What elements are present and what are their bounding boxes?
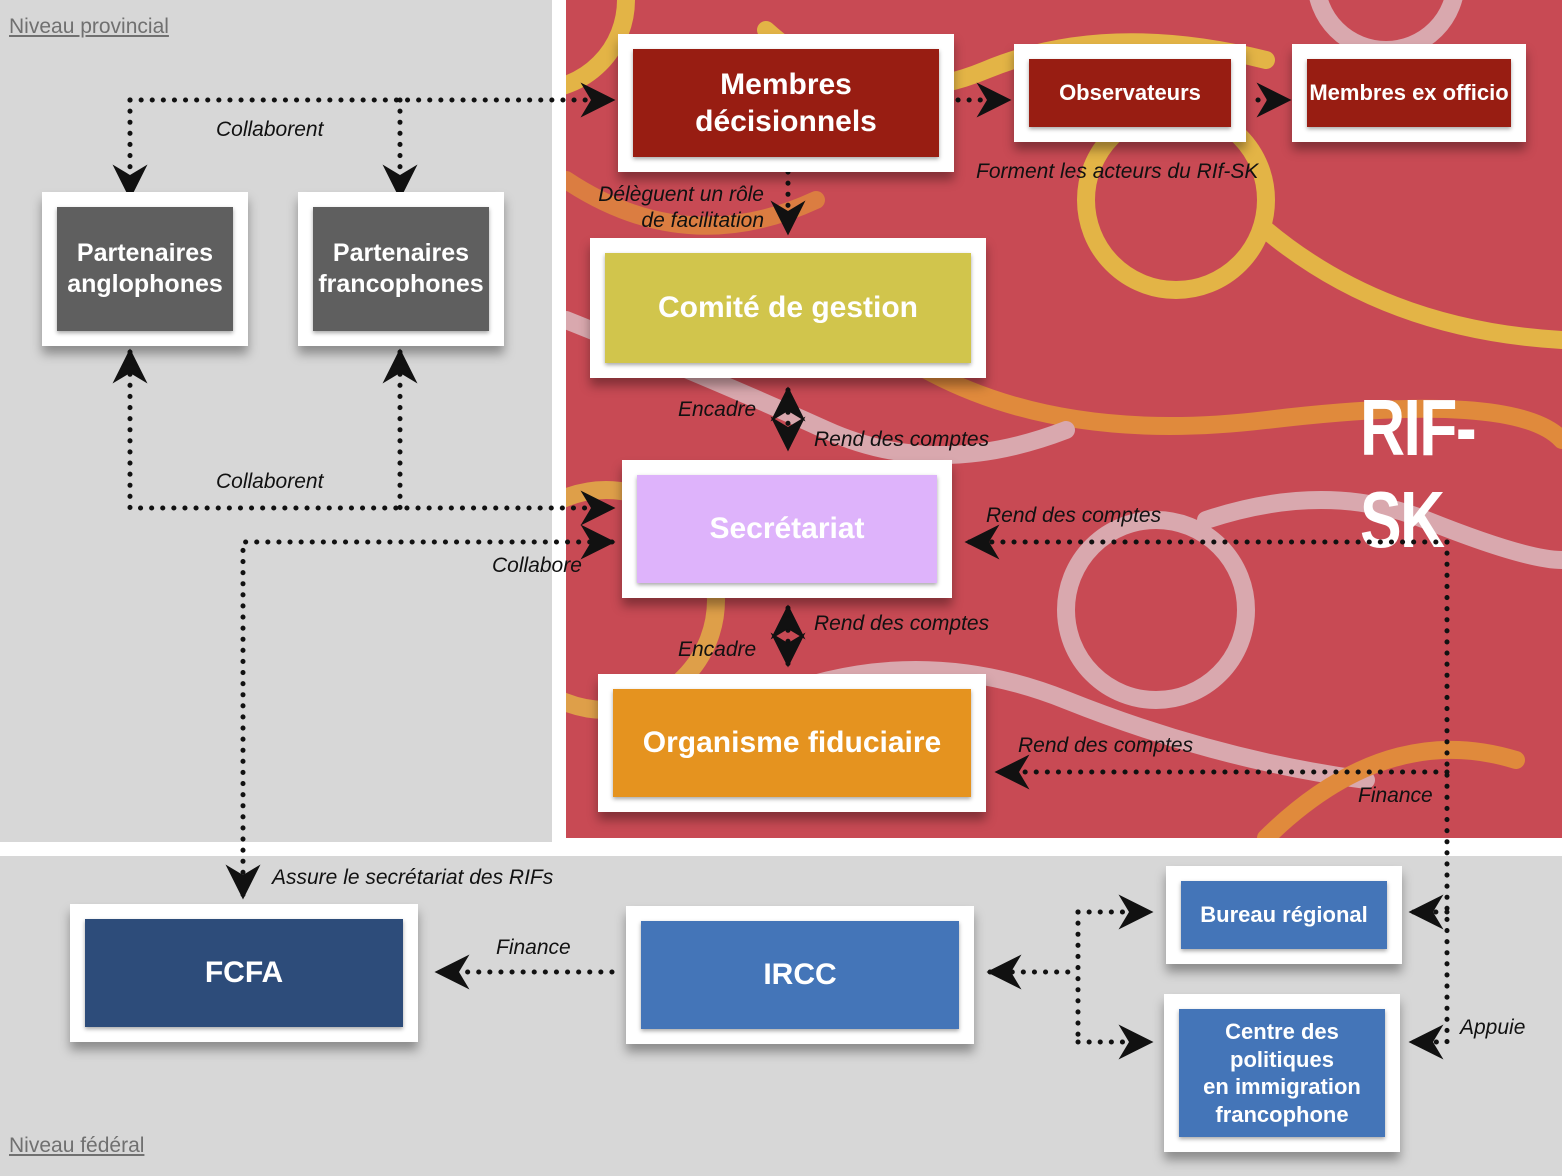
encadre-2-label: Encadre bbox=[678, 638, 757, 661]
encadre-1-label: Encadre bbox=[678, 398, 757, 421]
comite-de-gestion-label: Comité de gestion bbox=[605, 253, 971, 363]
forment-label: Forment les acteurs du RIf-SK bbox=[976, 160, 1259, 183]
partenaires-francophones-box: Partenaires francophones bbox=[298, 192, 504, 346]
collaborent-top-label: Collaborent bbox=[216, 118, 324, 141]
comite-de-gestion-box: Comité de gestion bbox=[590, 238, 986, 378]
ircc-box: IRCC bbox=[626, 906, 974, 1044]
partenaires-anglophones-label: Partenaires anglophones bbox=[57, 207, 233, 331]
link-right-centre bbox=[1408, 539, 1450, 1060]
membres-ex-officio-label: Membres ex officio bbox=[1307, 59, 1511, 127]
organisme-fiduciaire-box: Organisme fiduciaire bbox=[598, 674, 986, 812]
fcfa-box: FCFA bbox=[70, 904, 418, 1042]
membres-decisionnels-box: Membres décisionnels bbox=[618, 34, 954, 172]
provincial-level-label: Niveau provincial bbox=[9, 15, 169, 38]
deleguent-label: Délèguent un rôle de facilitation bbox=[598, 183, 764, 233]
observateurs-box: Observateurs bbox=[1014, 44, 1246, 142]
partenaires-anglophones-box: Partenaires anglophones bbox=[42, 192, 248, 346]
assure-label: Assure le secrétariat des RIFs bbox=[272, 866, 554, 889]
membres-ex-officio-box: Membres ex officio bbox=[1292, 44, 1526, 142]
bureau-regional-box: Bureau régional bbox=[1166, 866, 1402, 964]
centre-politiques-box: Centre des politiques en immigration fra… bbox=[1164, 994, 1400, 1152]
rif-sk-title: RIF-SK bbox=[1360, 383, 1477, 564]
bureau-regional-label: Bureau régional bbox=[1181, 881, 1387, 949]
link-secretariat-fcfa bbox=[225, 524, 616, 900]
secretariat-label: Secrétariat bbox=[637, 475, 937, 583]
collaborent-mid-label: Collaborent bbox=[216, 470, 324, 493]
appuie-label: Appuie bbox=[1460, 1016, 1526, 1039]
federal-level-label: Niveau fédéral bbox=[9, 1134, 145, 1157]
partenaires-francophones-label: Partenaires francophones bbox=[313, 207, 489, 331]
ircc-label: IRCC bbox=[641, 921, 959, 1029]
observateurs-label: Observateurs bbox=[1029, 59, 1231, 127]
rend-comptes-2-label: Rend des comptes bbox=[986, 504, 1162, 527]
collabore-label: Collabore bbox=[492, 554, 582, 577]
organisme-fiduciaire-label: Organisme fiduciaire bbox=[613, 689, 971, 797]
secretariat-box: Secrétariat bbox=[622, 460, 952, 598]
link-anglo-secretariat bbox=[112, 348, 616, 526]
rend-comptes-4-label: Rend des comptes bbox=[1018, 734, 1194, 757]
rend-comptes-3-label: Rend des comptes bbox=[814, 612, 990, 635]
membres-decisionnels-label: Membres décisionnels bbox=[633, 49, 939, 157]
fcfa-label: FCFA bbox=[85, 919, 403, 1027]
finance-right-label: Finance bbox=[1358, 784, 1433, 807]
finance-bottom-label: Finance bbox=[496, 936, 571, 959]
rend-comptes-1-label: Rend des comptes bbox=[814, 428, 990, 451]
centre-politiques-label: Centre des politiques en immigration fra… bbox=[1179, 1009, 1385, 1137]
